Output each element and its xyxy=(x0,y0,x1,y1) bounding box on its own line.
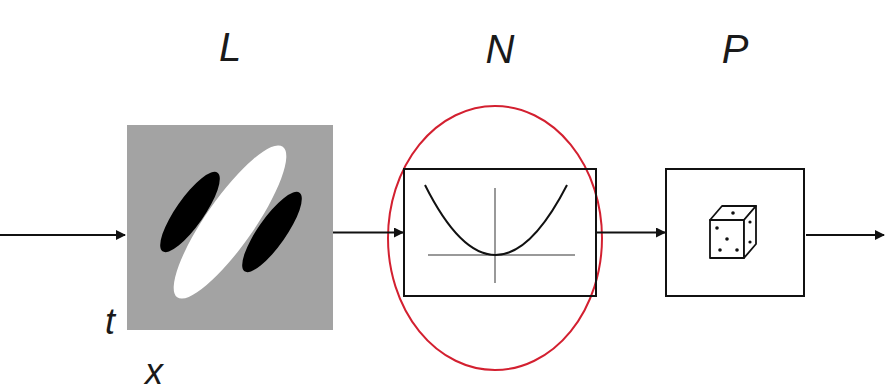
poisson-box: P xyxy=(665,168,805,297)
output-arrow xyxy=(806,234,884,236)
input-arrow xyxy=(0,234,125,236)
nonlinearity-box: N xyxy=(403,168,597,297)
axis xyxy=(494,188,496,283)
parabola xyxy=(425,185,567,255)
flow-arrow xyxy=(597,232,665,234)
dice-icon xyxy=(710,206,756,258)
linear-filter-box: L xyxy=(127,125,333,330)
axis-label: t xyxy=(105,302,115,342)
filter-background xyxy=(127,125,333,330)
flow-arrow xyxy=(333,232,403,234)
filter-lobe xyxy=(158,133,303,311)
stage-label: P xyxy=(647,27,823,71)
axis-label: x xyxy=(145,352,163,392)
stage-label: N xyxy=(385,27,615,71)
highlight-circle xyxy=(388,106,602,370)
stage-label: L xyxy=(107,25,353,69)
